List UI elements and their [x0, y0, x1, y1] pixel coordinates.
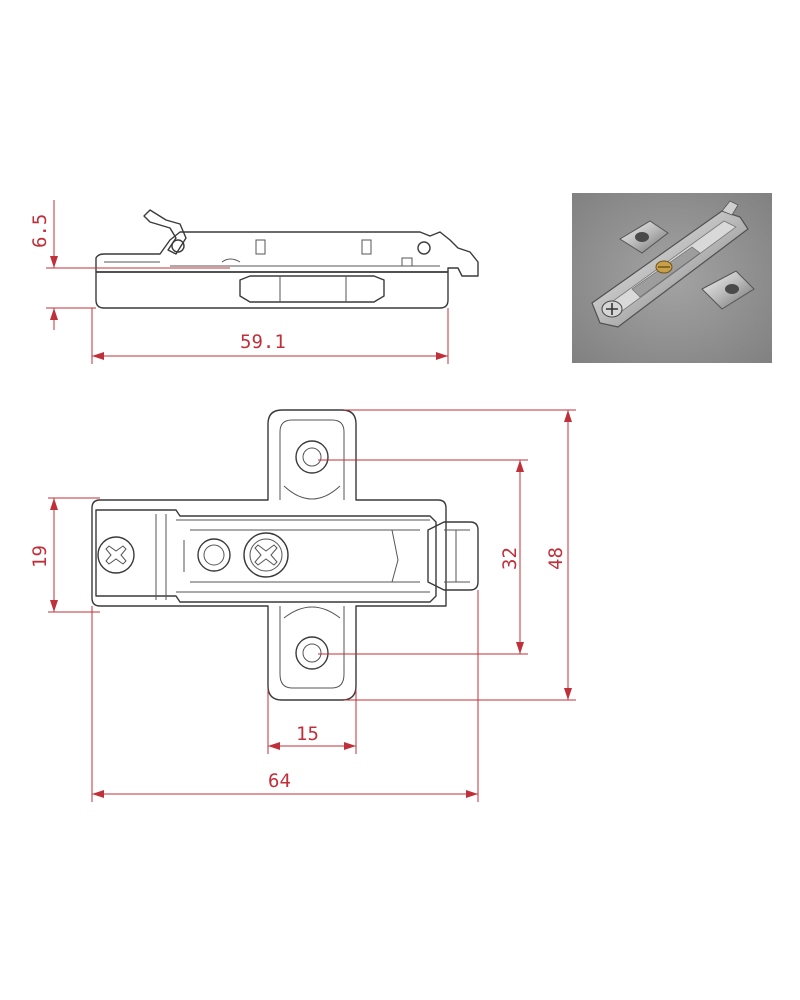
label-overall-length: 64	[268, 770, 291, 792]
side-lever-clip	[143, 209, 187, 255]
upper-mounting-hole	[295, 440, 329, 474]
label-length-side: 59.1	[240, 331, 286, 353]
mounting-plate-photo-icon	[572, 193, 772, 363]
dimension-overall-length: 64	[91, 590, 479, 802]
cam-cross-screw-icon	[243, 532, 289, 578]
label-overall-height: 48	[545, 547, 567, 570]
label-hole-spacing: 32	[499, 547, 521, 570]
label-wing-width: 15	[296, 723, 319, 745]
side-view	[95, 209, 479, 309]
dimension-wing-width: 15	[267, 690, 357, 754]
dimension-length-side: 59.1	[91, 308, 449, 364]
top-clip-tab	[427, 521, 479, 591]
dimension-hole-spacing: 32	[318, 459, 528, 655]
center-hole	[197, 538, 231, 572]
label-height-side: 6.5	[29, 214, 51, 248]
side-foot	[239, 275, 385, 303]
dimension-width-left: 19	[29, 497, 100, 613]
lower-mounting-hole	[295, 636, 329, 670]
dimension-height-side: 6.5	[29, 200, 230, 330]
side-pivot	[171, 239, 185, 253]
top-cross-plate	[91, 409, 447, 701]
side-end-rivet	[417, 241, 431, 255]
side-base-plate	[95, 271, 449, 309]
top-view	[91, 409, 479, 701]
left-cross-screw-icon	[97, 536, 135, 574]
side-body	[95, 231, 479, 277]
top-slide-arm	[95, 509, 437, 603]
label-width-left: 19	[29, 545, 51, 568]
dimension-overall-height: 48	[344, 409, 576, 701]
